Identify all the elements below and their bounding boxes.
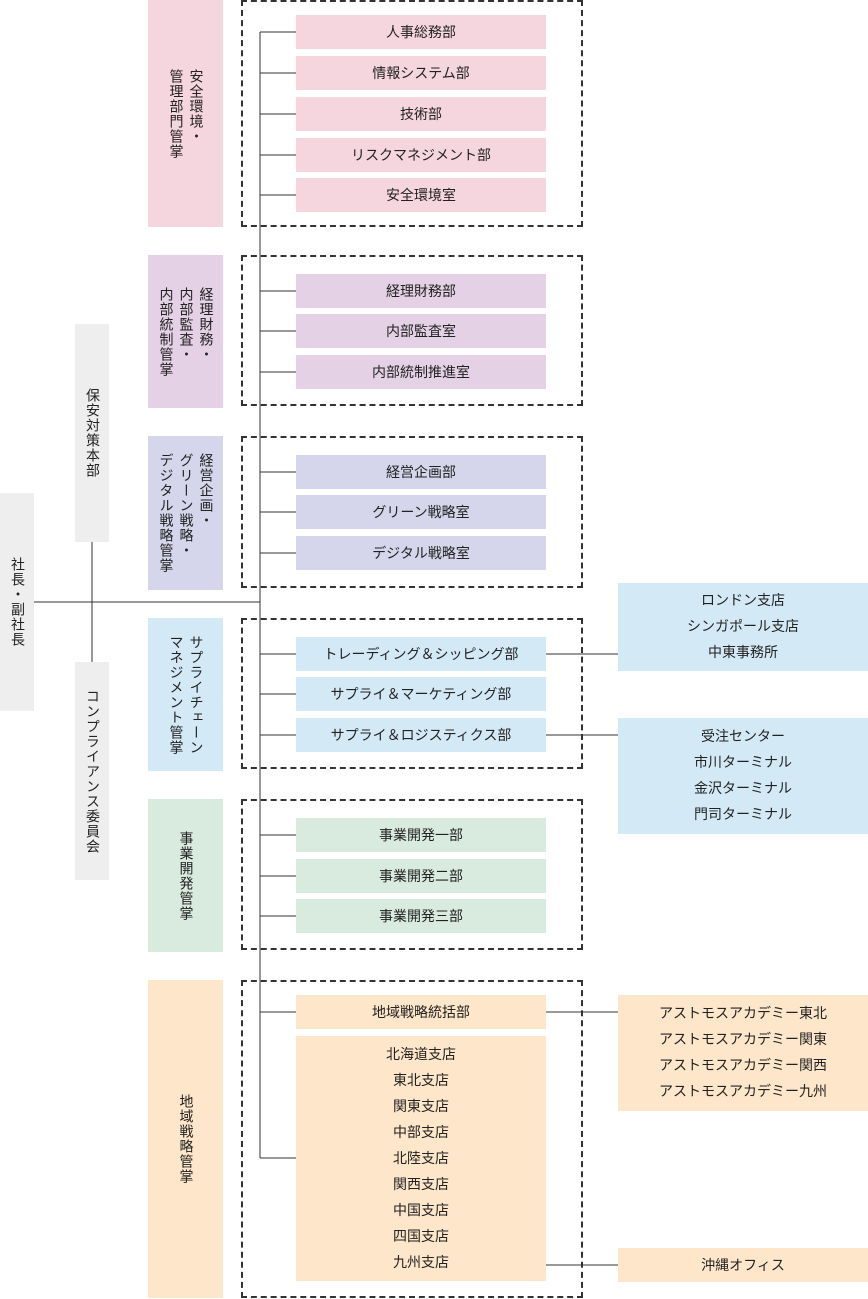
dept-label: 人事総務部 — [386, 25, 456, 41]
group-label-business: 事業開発管掌 — [148, 799, 223, 952]
group-container-regional — [241, 980, 583, 1298]
academies-box: アストモスアカデミー東北 アストモスアカデミー関東 アストモスアカデミー関西 ア… — [618, 995, 868, 1111]
dept-box: グリーン戦略室 — [296, 495, 546, 529]
okinawa-office-label: 沖縄オフィス — [701, 1258, 785, 1274]
dept-label: 内部監査室 — [386, 324, 456, 340]
dept-label: グリーン戦略室 — [372, 505, 470, 521]
branch-item: 東北支店 — [393, 1072, 449, 1089]
dept-label: 経理財務部 — [386, 284, 456, 300]
group-container-finance — [241, 255, 583, 406]
dept-box: 情報システム部 — [296, 56, 546, 90]
dept-box: リスクマネジメント部 — [296, 138, 546, 172]
branch-item: 北海道支店 — [386, 1046, 456, 1063]
group-label-safety: 安全環境・ 管理部門管掌 — [148, 0, 223, 227]
dept-label: トレーディング＆シッピング部 — [323, 647, 519, 663]
dept-label: 技術部 — [400, 107, 442, 123]
academy-item: アストモスアカデミー関東 — [659, 1032, 827, 1048]
dept-label: 情報システム部 — [372, 66, 470, 82]
dept-box: 地域戦略統括部 — [296, 995, 546, 1029]
branch-item: 北陸支店 — [393, 1150, 449, 1167]
okinawa-office-box: 沖縄オフィス — [618, 1248, 868, 1282]
dept-label: デジタル戦略室 — [372, 546, 470, 562]
dept-box: 経理財務部 — [296, 274, 546, 308]
dept-box: 安全環境室 — [296, 178, 546, 212]
branch-item: 中部支店 — [393, 1124, 449, 1141]
group-label-text: 経理財務・ 内部監査・ 内部統制管掌 — [157, 286, 214, 377]
group-label-text: 地域戦略管掌 — [177, 1094, 194, 1184]
dept-box: サプライ＆ロジスティクス部 — [296, 718, 546, 752]
group-label-text: 安全環境・ 管理部門管掌 — [167, 68, 204, 159]
group-label-regional: 地域戦略管掌 — [148, 980, 223, 1298]
office-item: ロンドン支店 — [701, 593, 785, 609]
branch-item: 関西支店 — [393, 1176, 449, 1193]
dept-box: 経営企画部 — [296, 455, 546, 489]
academy-item: アストモスアカデミー東北 — [659, 1006, 827, 1022]
office-item: シンガポール支店 — [687, 619, 799, 635]
dept-label: 事業開発三部 — [379, 909, 463, 925]
dept-label: サプライ＆マーケティング部 — [330, 687, 512, 703]
dept-label: 事業開発二部 — [379, 869, 463, 885]
branch-item: 関東支店 — [393, 1098, 449, 1115]
logistics-offices-box: 受注センター 市川ターミナル 金沢ターミナル 門司ターミナル — [618, 718, 868, 834]
dept-box: 人事総務部 — [296, 15, 546, 49]
dept-box: 事業開発一部 — [296, 818, 546, 852]
dept-label: 内部統制推進室 — [372, 365, 470, 381]
dept-box: 内部統制推進室 — [296, 355, 546, 389]
security-committee-box: 保安対策本部 — [75, 324, 109, 542]
dept-label: 事業開発一部 — [379, 828, 463, 844]
group-container-safety — [241, 0, 583, 227]
compliance-committee-label: コンプライアンス委員会 — [84, 688, 100, 854]
academy-item: アストモスアカデミー九州 — [659, 1084, 827, 1100]
branch-item: 九州支店 — [393, 1254, 449, 1271]
dept-box: 技術部 — [296, 97, 546, 131]
group-label-text: サプライチェーン マネジメント管掌 — [167, 634, 204, 755]
group-container-planning — [241, 436, 583, 588]
overseas-offices-box: ロンドン支店 シンガポール支店 中東事務所 — [618, 583, 868, 671]
dept-label: 安全環境室 — [386, 188, 456, 204]
office-item: 市川ターミナル — [694, 755, 792, 771]
academy-item: アストモスアカデミー関西 — [659, 1058, 827, 1074]
president-label: 社長・副社長 — [9, 557, 25, 647]
dept-box: サプライ＆マーケティング部 — [296, 677, 546, 711]
branch-item: 中国支店 — [393, 1202, 449, 1219]
group-label-supply: サプライチェーン マネジメント管掌 — [148, 618, 223, 771]
office-item: 中東事務所 — [708, 645, 778, 661]
branch-list: 北海道支店 東北支店 関東支店 中部支店 北陸支店 関西支店 中国支店 四国支店… — [296, 1036, 546, 1281]
office-item: 金沢ターミナル — [694, 781, 792, 797]
dept-label: サプライ＆ロジスティクス部 — [330, 728, 512, 744]
group-label-text: 経営企画・ グリーン戦略・ デジタル戦略管掌 — [157, 453, 214, 573]
dept-box: 事業開発二部 — [296, 859, 546, 893]
branch-item: 四国支店 — [393, 1228, 449, 1245]
security-committee-label: 保安対策本部 — [84, 388, 100, 478]
group-label-text: 事業開発管掌 — [177, 830, 194, 921]
dept-box: 内部監査室 — [296, 314, 546, 348]
office-item: 受注センター — [701, 729, 785, 745]
dept-box: 事業開発三部 — [296, 899, 546, 933]
group-label-planning: 経営企画・ グリーン戦略・ デジタル戦略管掌 — [148, 436, 223, 590]
office-item: 門司ターミナル — [694, 807, 792, 823]
dept-box: デジタル戦略室 — [296, 536, 546, 570]
dept-box: トレーディング＆シッピング部 — [296, 637, 546, 671]
group-label-finance: 経理財務・ 内部監査・ 内部統制管掌 — [148, 255, 223, 408]
group-container-supply — [241, 618, 583, 769]
compliance-committee-box: コンプライアンス委員会 — [75, 662, 109, 880]
group-container-business — [241, 799, 583, 950]
dept-label: 地域戦略統括部 — [372, 1005, 470, 1021]
president-box: 社長・副社長 — [0, 493, 34, 711]
dept-label: リスクマネジメント部 — [351, 148, 491, 164]
dept-label: 経営企画部 — [386, 465, 456, 481]
